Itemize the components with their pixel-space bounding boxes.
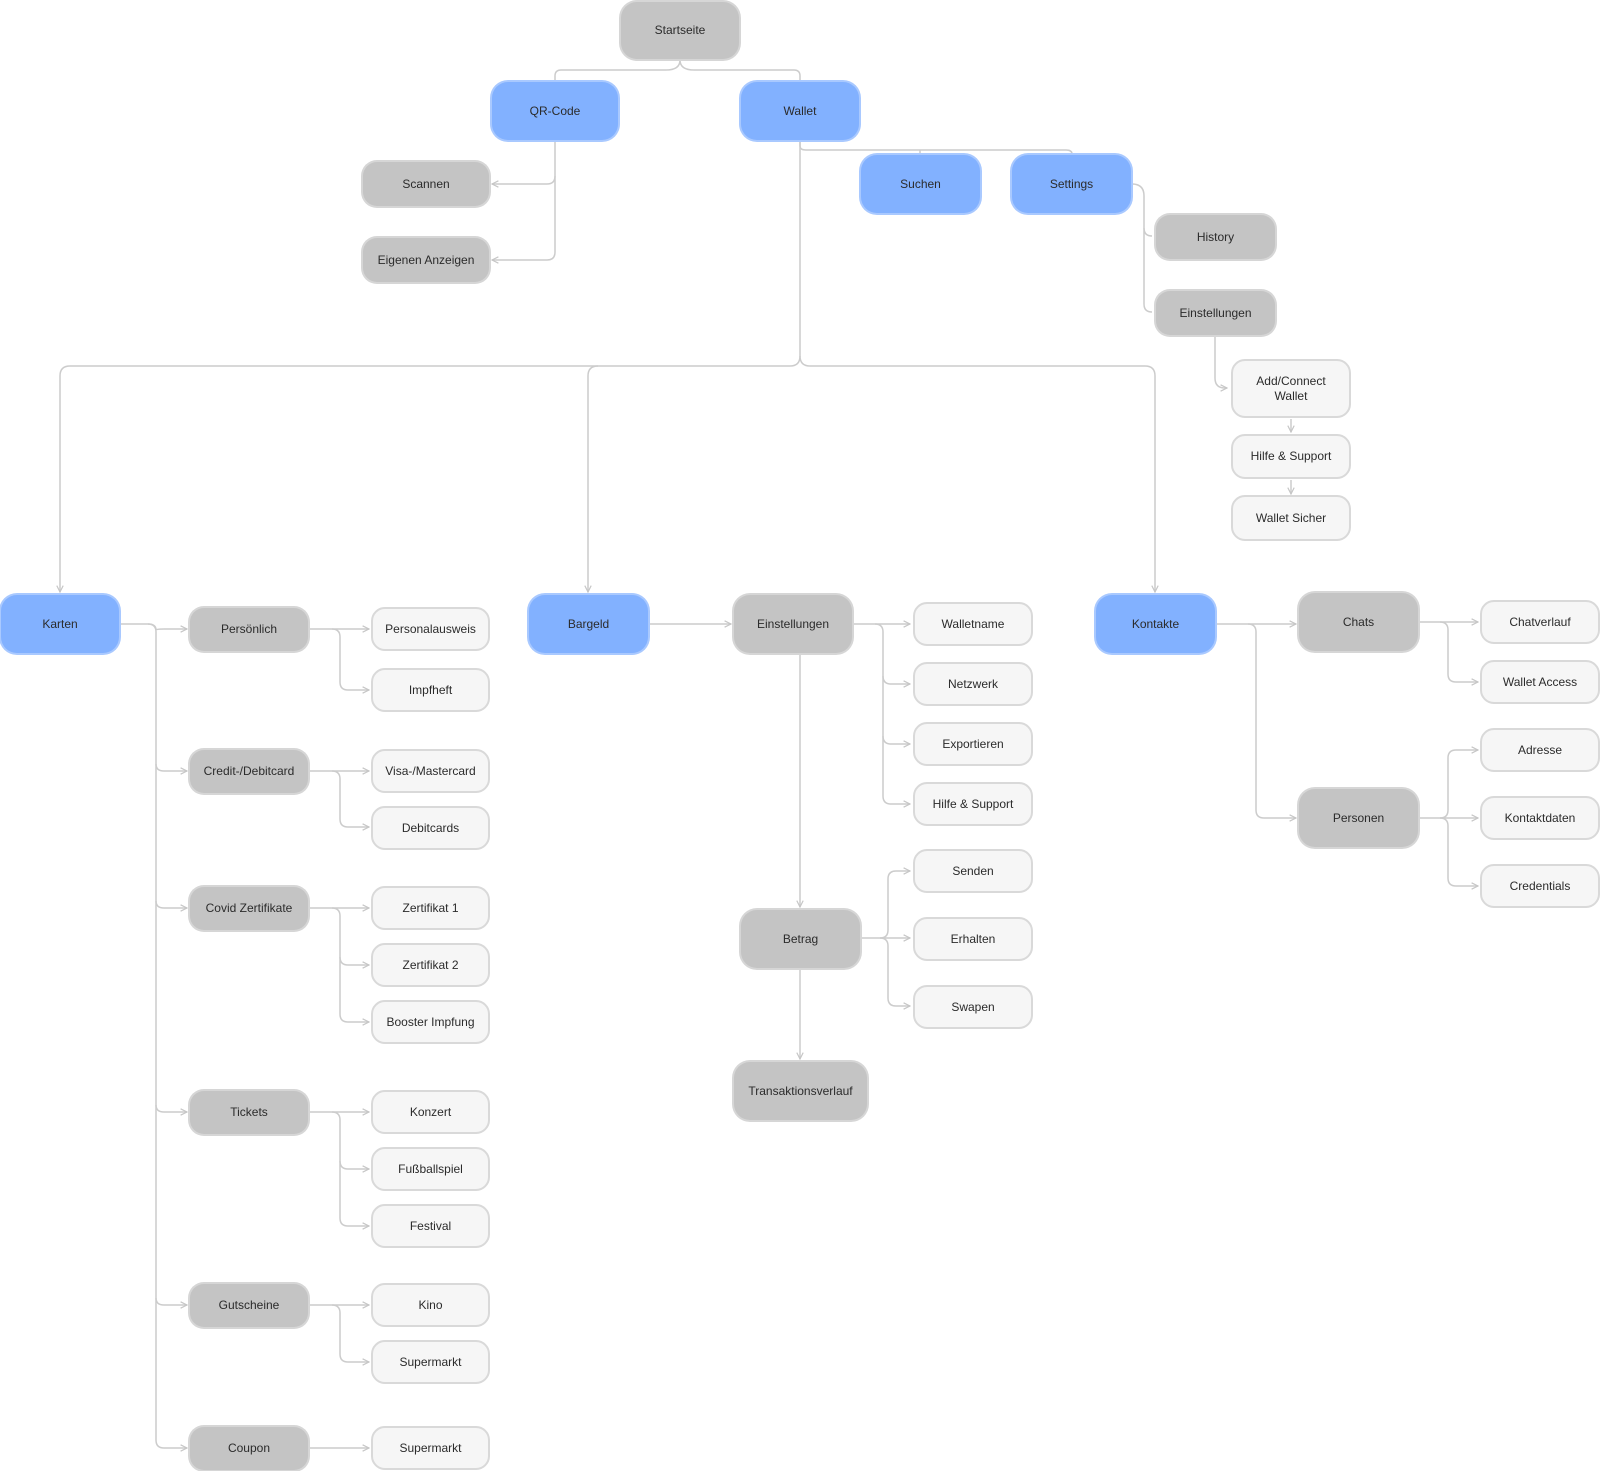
node-suchen[interactable]: Suchen — [861, 155, 980, 213]
node-add-connect-wallet[interactable]: Add/Connect Wallet — [1231, 359, 1351, 418]
node-kontaktdaten[interactable]: Kontaktdaten — [1480, 796, 1600, 840]
node-swapen[interactable]: Swapen — [913, 985, 1033, 1029]
node-erhalten[interactable]: Erhalten — [913, 917, 1033, 961]
node-supermarkt-gutschein[interactable]: Supermarkt — [371, 1340, 490, 1384]
node-festival[interactable]: Festival — [371, 1204, 490, 1248]
node-wallet-sicher[interactable]: Wallet Sicher — [1231, 495, 1351, 541]
node-betrag[interactable]: Betrag — [741, 910, 860, 968]
node-einstellungen-bargeld[interactable]: Einstellungen — [734, 595, 852, 653]
node-zertifikat-1[interactable]: Zertifikat 1 — [371, 886, 490, 930]
node-kino[interactable]: Kino — [371, 1283, 490, 1327]
node-karten[interactable]: Karten — [1, 595, 119, 653]
node-impfheft[interactable]: Impfheft — [371, 668, 490, 712]
node-history[interactable]: History — [1156, 215, 1275, 259]
node-fussballspiel[interactable]: Fußballspiel — [371, 1147, 490, 1191]
node-supermarkt-coupon[interactable]: Supermarkt — [371, 1426, 490, 1470]
node-hilfe-support-top[interactable]: Hilfe & Support — [1231, 434, 1351, 479]
node-exportieren[interactable]: Exportieren — [913, 722, 1033, 766]
node-credentials[interactable]: Credentials — [1480, 864, 1600, 908]
node-coupon[interactable]: Coupon — [190, 1427, 308, 1470]
node-startseite[interactable]: Startseite — [621, 2, 739, 59]
node-bargeld[interactable]: Bargeld — [529, 595, 648, 653]
node-senden[interactable]: Senden — [913, 849, 1033, 893]
node-transaktionsverlauf[interactable]: Transaktionsverlauf — [734, 1062, 867, 1120]
node-kontakte[interactable]: Kontakte — [1096, 595, 1215, 653]
node-gutscheine[interactable]: Gutscheine — [190, 1284, 308, 1327]
node-konzert[interactable]: Konzert — [371, 1090, 490, 1134]
node-wallet-access[interactable]: Wallet Access — [1480, 660, 1600, 704]
node-netzwerk[interactable]: Netzwerk — [913, 662, 1033, 706]
node-zertifikat-2[interactable]: Zertifikat 2 — [371, 943, 490, 987]
node-covid-zertifikate[interactable]: Covid Zertifikate — [190, 887, 308, 930]
node-personalausweis[interactable]: Personalausweis — [371, 607, 490, 651]
node-chatverlauf[interactable]: Chatverlauf — [1480, 600, 1600, 644]
node-credit-debitcard[interactable]: Credit-/Debitcard — [190, 750, 308, 793]
node-personen[interactable]: Personen — [1299, 789, 1418, 847]
node-scannen[interactable]: Scannen — [363, 162, 489, 206]
node-persoenlich[interactable]: Persönlich — [190, 608, 308, 651]
node-debitcards[interactable]: Debitcards — [371, 806, 490, 850]
node-qr-code[interactable]: QR-Code — [492, 82, 618, 140]
node-walletname[interactable]: Walletname — [913, 602, 1033, 646]
node-settings[interactable]: Settings — [1012, 155, 1131, 213]
node-chats[interactable]: Chats — [1299, 593, 1418, 651]
node-visa-mastercard[interactable]: Visa-/Mastercard — [371, 749, 490, 793]
node-einstellungen-top[interactable]: Einstellungen — [1156, 291, 1275, 335]
node-eigenen-anzeigen[interactable]: Eigenen Anzeigen — [363, 238, 489, 282]
node-adresse[interactable]: Adresse — [1480, 728, 1600, 772]
node-wallet[interactable]: Wallet — [741, 82, 859, 140]
node-tickets[interactable]: Tickets — [190, 1091, 308, 1134]
node-booster-impfung[interactable]: Booster Impfung — [371, 1000, 490, 1044]
node-hilfe-support-bargeld[interactable]: Hilfe & Support — [913, 782, 1033, 826]
